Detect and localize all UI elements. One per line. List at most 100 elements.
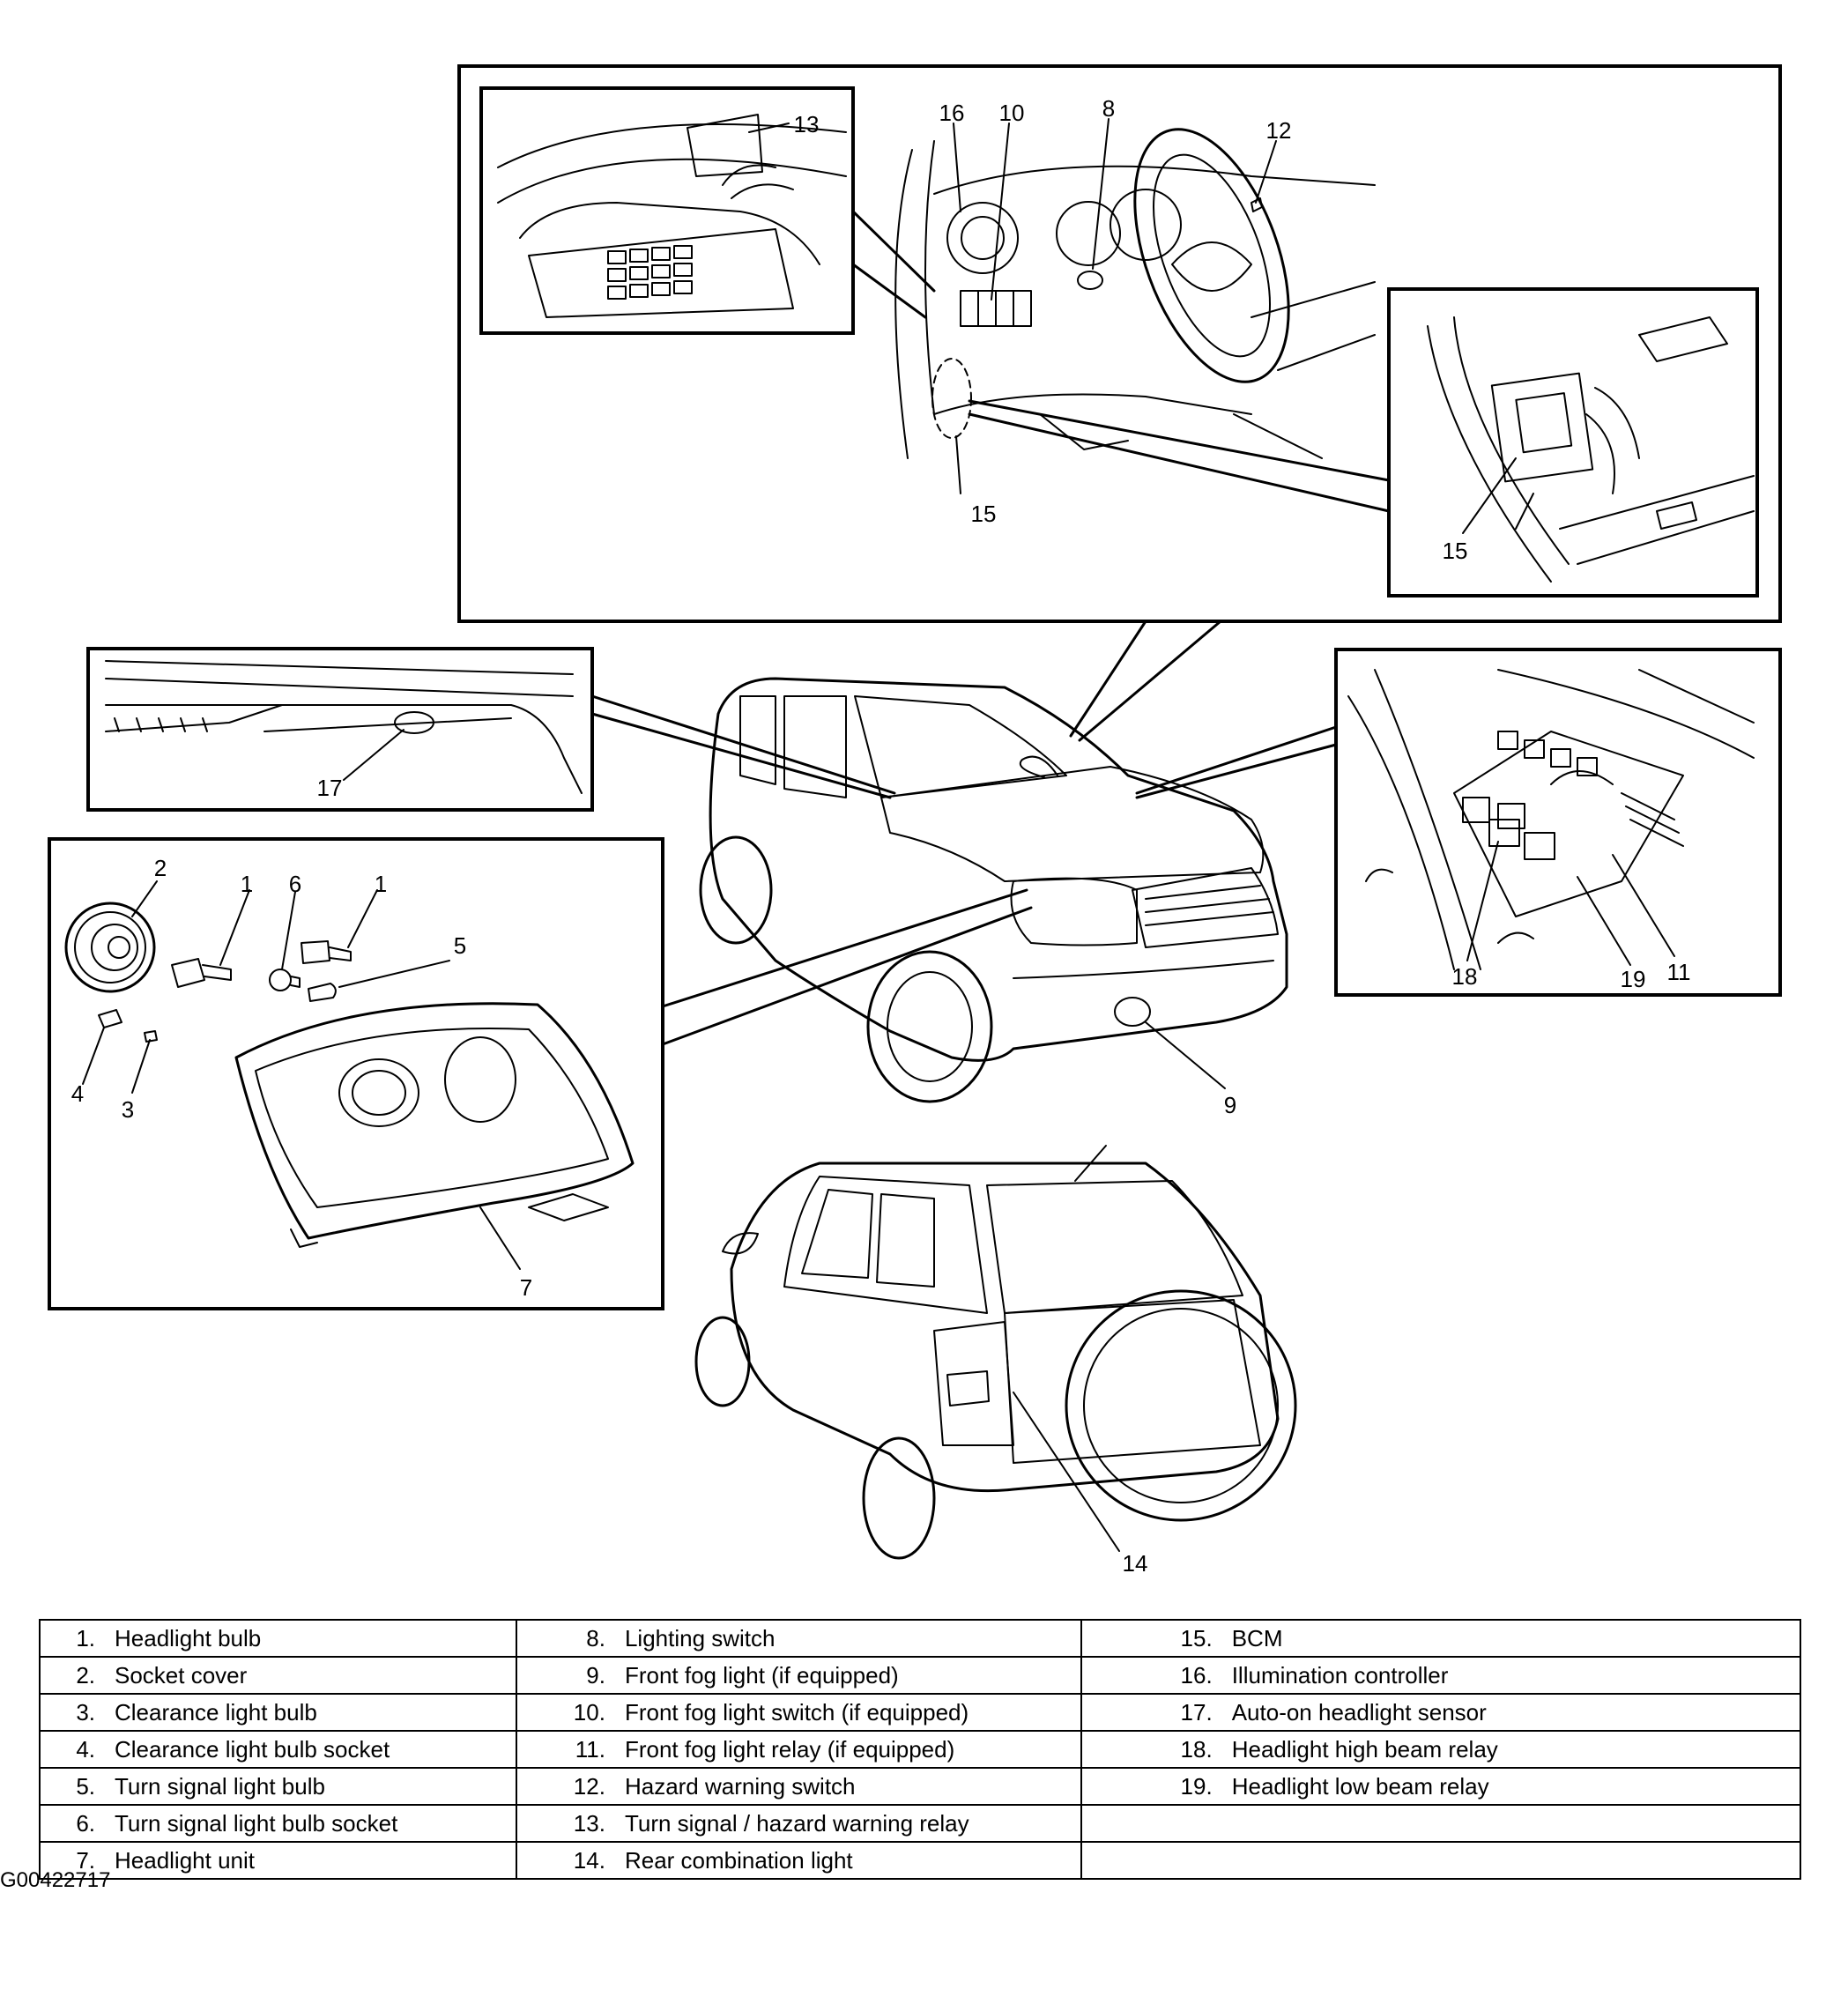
legend-cell: 17.Auto-on headlight sensor [1080, 1693, 1802, 1732]
dashboard-drawing [894, 128, 1376, 459]
leader-15a [955, 435, 961, 494]
legend-cell: 3.Clearance light bulb [39, 1693, 517, 1732]
callout-4: 4 [71, 1080, 84, 1107]
legend-item-number: 14. [573, 1846, 605, 1874]
legend-row: 6. Turn signal light bulb socket 13. Turn s… [39, 1804, 1802, 1843]
legend-item-number: 17. [1180, 1698, 1213, 1726]
leader-12 [1255, 140, 1277, 204]
legend-cell: 13. Turn signal / hazard warning relay [515, 1804, 1082, 1843]
bcm-inset-15 [1387, 287, 1759, 597]
legend-item-label: Front fog light (if equipped) [624, 1661, 899, 1689]
leader-13 [748, 122, 790, 133]
legend-item-label: Socket cover [115, 1661, 248, 1689]
leader-19 [1577, 876, 1631, 966]
legend-cell: 15. BCM [1080, 1619, 1802, 1658]
figure-code: G00422717 [0, 1868, 111, 1892]
callout-14: 14 [1123, 1550, 1148, 1577]
legend-item-label: BCM [1231, 1624, 1283, 1651]
leader-2 [131, 880, 158, 917]
legend-cell: 19. Headlight low beam relay [1080, 1767, 1802, 1806]
legend-item-number: 9. [586, 1661, 605, 1689]
legend-item-number: 1. [76, 1624, 95, 1651]
legend-cell: 10.Front fog light switch (if equipped) [515, 1693, 1082, 1732]
legend-cell: 6. Turn signal light bulb socket [39, 1804, 517, 1843]
legend-item-number: 6. [76, 1809, 95, 1837]
legend-item-label: Rear combination light [624, 1846, 853, 1874]
callout-15: 15 [1443, 538, 1468, 564]
callout-7: 7 [520, 1274, 532, 1301]
callout-2: 2 [154, 855, 167, 881]
legend-cell: 2. Socket cover [39, 1656, 517, 1695]
leader-11 [1612, 854, 1675, 957]
legend-item-number: 15. [1180, 1624, 1213, 1651]
legend-row: 7.Headlight unit 14. Rear combination ligh… [39, 1841, 1802, 1880]
callout-13: 13 [794, 111, 820, 137]
legend-cell: 18. Headlight high beam relay [1080, 1730, 1802, 1769]
leader-8 [1092, 118, 1110, 270]
leader-18 [1466, 841, 1499, 961]
callout-6: 6 [289, 871, 301, 897]
legend-item-number: 19. [1180, 1772, 1213, 1800]
legend-cell: 1. Headlight bulb [39, 1619, 517, 1658]
callout-11: 11 [1667, 959, 1691, 985]
legend-item-number: 4. [76, 1735, 95, 1763]
callout-12: 12 [1266, 117, 1292, 144]
legend-item-label: Lighting switch [624, 1624, 776, 1651]
legend-item-number: 2. [76, 1661, 95, 1689]
headlight-panel [48, 837, 1033, 1310]
callout-1: 1 [241, 871, 253, 897]
dashboard-panel [457, 64, 1782, 742]
legend-item-label: Headlight low beam relay [1231, 1772, 1489, 1800]
legend-body: 1. Headlight bulb 8. Lighting switch 15. BCM 2… [39, 1619, 1802, 1880]
callout-3: 3 [122, 1096, 134, 1123]
leader-15b [1462, 457, 1517, 534]
legend-item-label: Clearance light bulb socket [115, 1735, 390, 1763]
legend-item-number: 16. [1180, 1661, 1213, 1689]
callout-9: 9 [1224, 1092, 1236, 1118]
callout-18: 18 [1452, 963, 1478, 990]
callout-10: 10 [999, 100, 1025, 126]
relay-inset-13 [479, 86, 855, 335]
component-location-diagram: 1 1 2 3 4 5 6 7 8 9 10 11 12 13 14 15 15… [48, 64, 1782, 1577]
legend-row: 2. Socket cover 9. Front fog light (if equi… [39, 1656, 1802, 1695]
legend-item-label: Front fog light relay (if equipped) [624, 1735, 955, 1763]
legend-item-number: 13. [573, 1809, 605, 1837]
callout-5: 5 [454, 932, 466, 959]
legend-item-label: Turn signal / hazard warning relay [624, 1809, 969, 1837]
leader-14 [1013, 1392, 1120, 1552]
legend-cell: 5.Turn signal light bulb [39, 1767, 517, 1806]
legend-cell: 16.Illumination controller [1080, 1656, 1802, 1695]
legend-item-number: 3. [76, 1698, 95, 1726]
leader-6 [281, 891, 296, 970]
legend-cell: 7.Headlight unit [39, 1841, 517, 1880]
legend-item-number: 10. [573, 1698, 605, 1726]
legend-item-number: 12. [573, 1772, 605, 1800]
legend-row: 1. Headlight bulb 8. Lighting switch 15. BCM [39, 1619, 1802, 1658]
legend-item-number: 5. [76, 1772, 95, 1800]
leader-10 [991, 122, 1010, 301]
callout-15: 15 [971, 501, 997, 527]
legend-item-number: 11. [575, 1735, 605, 1763]
legend-cell: 14. Rear combination light [515, 1841, 1082, 1880]
legend-cell: 4. Clearance light bulb socket [39, 1730, 517, 1769]
legend-cell: 12.Hazard warning switch [515, 1767, 1082, 1806]
callout-1: 1 [375, 871, 387, 897]
callout-17: 17 [317, 775, 343, 801]
callout-19: 19 [1621, 966, 1646, 992]
leader-9 [1145, 1021, 1226, 1089]
rear-vehicle [694, 1145, 1297, 1560]
relay-panel [1135, 648, 1782, 997]
legend-item-label: Headlight high beam relay [1231, 1735, 1498, 1763]
leader-4 [82, 1027, 105, 1085]
legend-item-label: Turn signal light bulb socket [115, 1809, 398, 1837]
front-vehicle [699, 677, 1288, 1103]
legend-item-number: 8. [586, 1624, 605, 1651]
legend-item-label: Headlight bulb [115, 1624, 262, 1651]
legend-item-number: 18. [1180, 1735, 1213, 1763]
callout-labels: 1 1 2 3 4 5 6 7 8 9 10 11 12 13 14 15 15… [71, 95, 1691, 1577]
legend-cell: 11. Front fog light relay (if equipped) [515, 1730, 1082, 1769]
leader-1b [347, 889, 378, 948]
component-legend-table: 1. Headlight bulb 8. Lighting switch 15. BCM 2… [39, 1619, 1802, 1880]
leader-16 [953, 122, 961, 212]
